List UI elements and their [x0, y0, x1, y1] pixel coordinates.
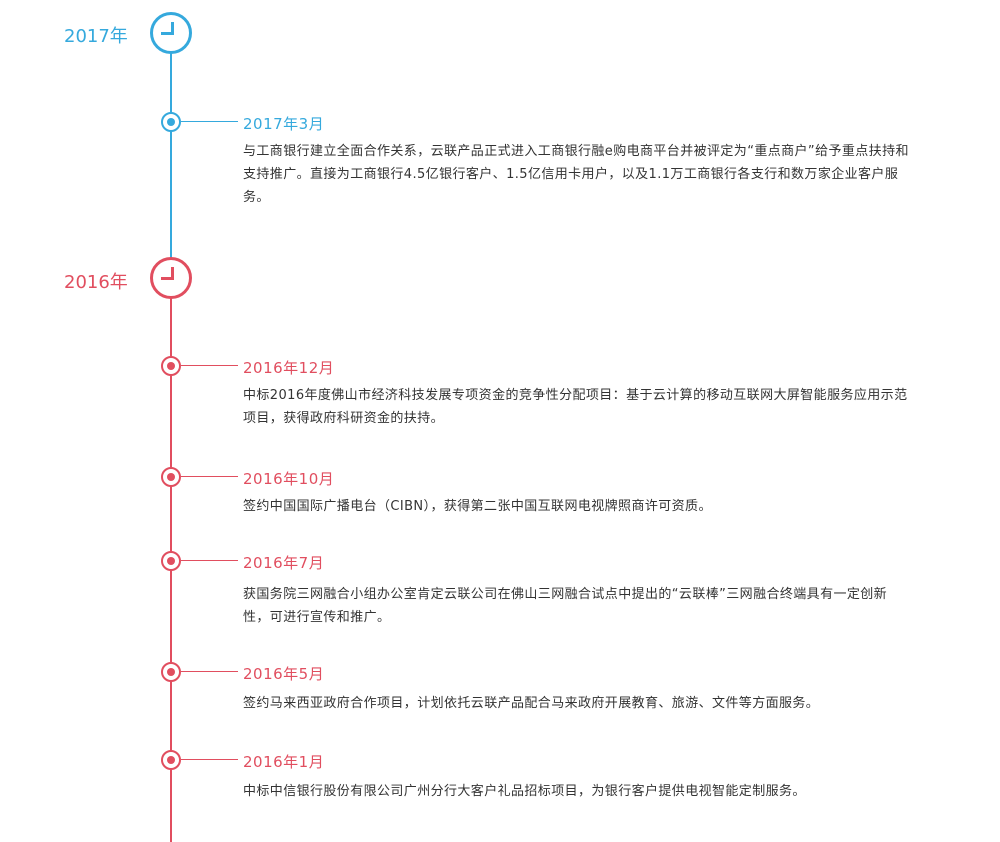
event-dot-icon: [161, 551, 181, 571]
event-description: 与工商银行建立全面合作关系，云联产品正式进入工商银行融e购电商平台并被评定为“重…: [243, 144, 909, 205]
event-connector: [181, 476, 238, 477]
event-description: 获国务院三网融合小组办公室肯定云联公司在佛山三网融合试点中提出的“云联棒”三网融…: [243, 587, 888, 625]
event-connector: [181, 560, 238, 561]
event-dot-icon: [161, 662, 181, 682]
event-date: 2016年12月: [243, 359, 335, 377]
event-description: 中标中信银行股份有限公司广州分行大客户礼品招标项目，为银行客户提供电视智能定制服…: [243, 784, 806, 799]
event-description: 中标2016年度佛山市经济科技发展专项资金的竞争性分配项目：基于云计算的移动互联…: [243, 388, 908, 426]
event-description: 签约中国国际广播电台（CIBN），获得第二张中国互联网电视牌照商许可资质。: [243, 499, 712, 514]
year-label-2016: 2016年: [64, 272, 128, 293]
event-connector: [181, 121, 238, 122]
event-date: 2016年7月: [243, 554, 325, 572]
event-connector: [181, 759, 238, 760]
event-date: 2016年1月: [243, 753, 325, 771]
event-date: 2016年5月: [243, 665, 325, 683]
event-connector: [181, 671, 238, 672]
event-dot-icon: [161, 750, 181, 770]
clock-icon: [150, 12, 192, 54]
event-description: 签约马来西亚政府合作项目，计划依托云联产品配合马来政府开展教育、旅游、文件等方面…: [243, 696, 820, 711]
timeline-line-2017: [170, 52, 172, 259]
event-dot-icon: [161, 467, 181, 487]
event-date: 2017年3月: [243, 115, 325, 133]
event-date: 2016年10月: [243, 470, 335, 488]
clock-icon: [150, 257, 192, 299]
event-dot-icon: [161, 112, 181, 132]
year-label-2017: 2017年: [64, 26, 128, 47]
event-dot-icon: [161, 356, 181, 376]
event-connector: [181, 365, 238, 366]
